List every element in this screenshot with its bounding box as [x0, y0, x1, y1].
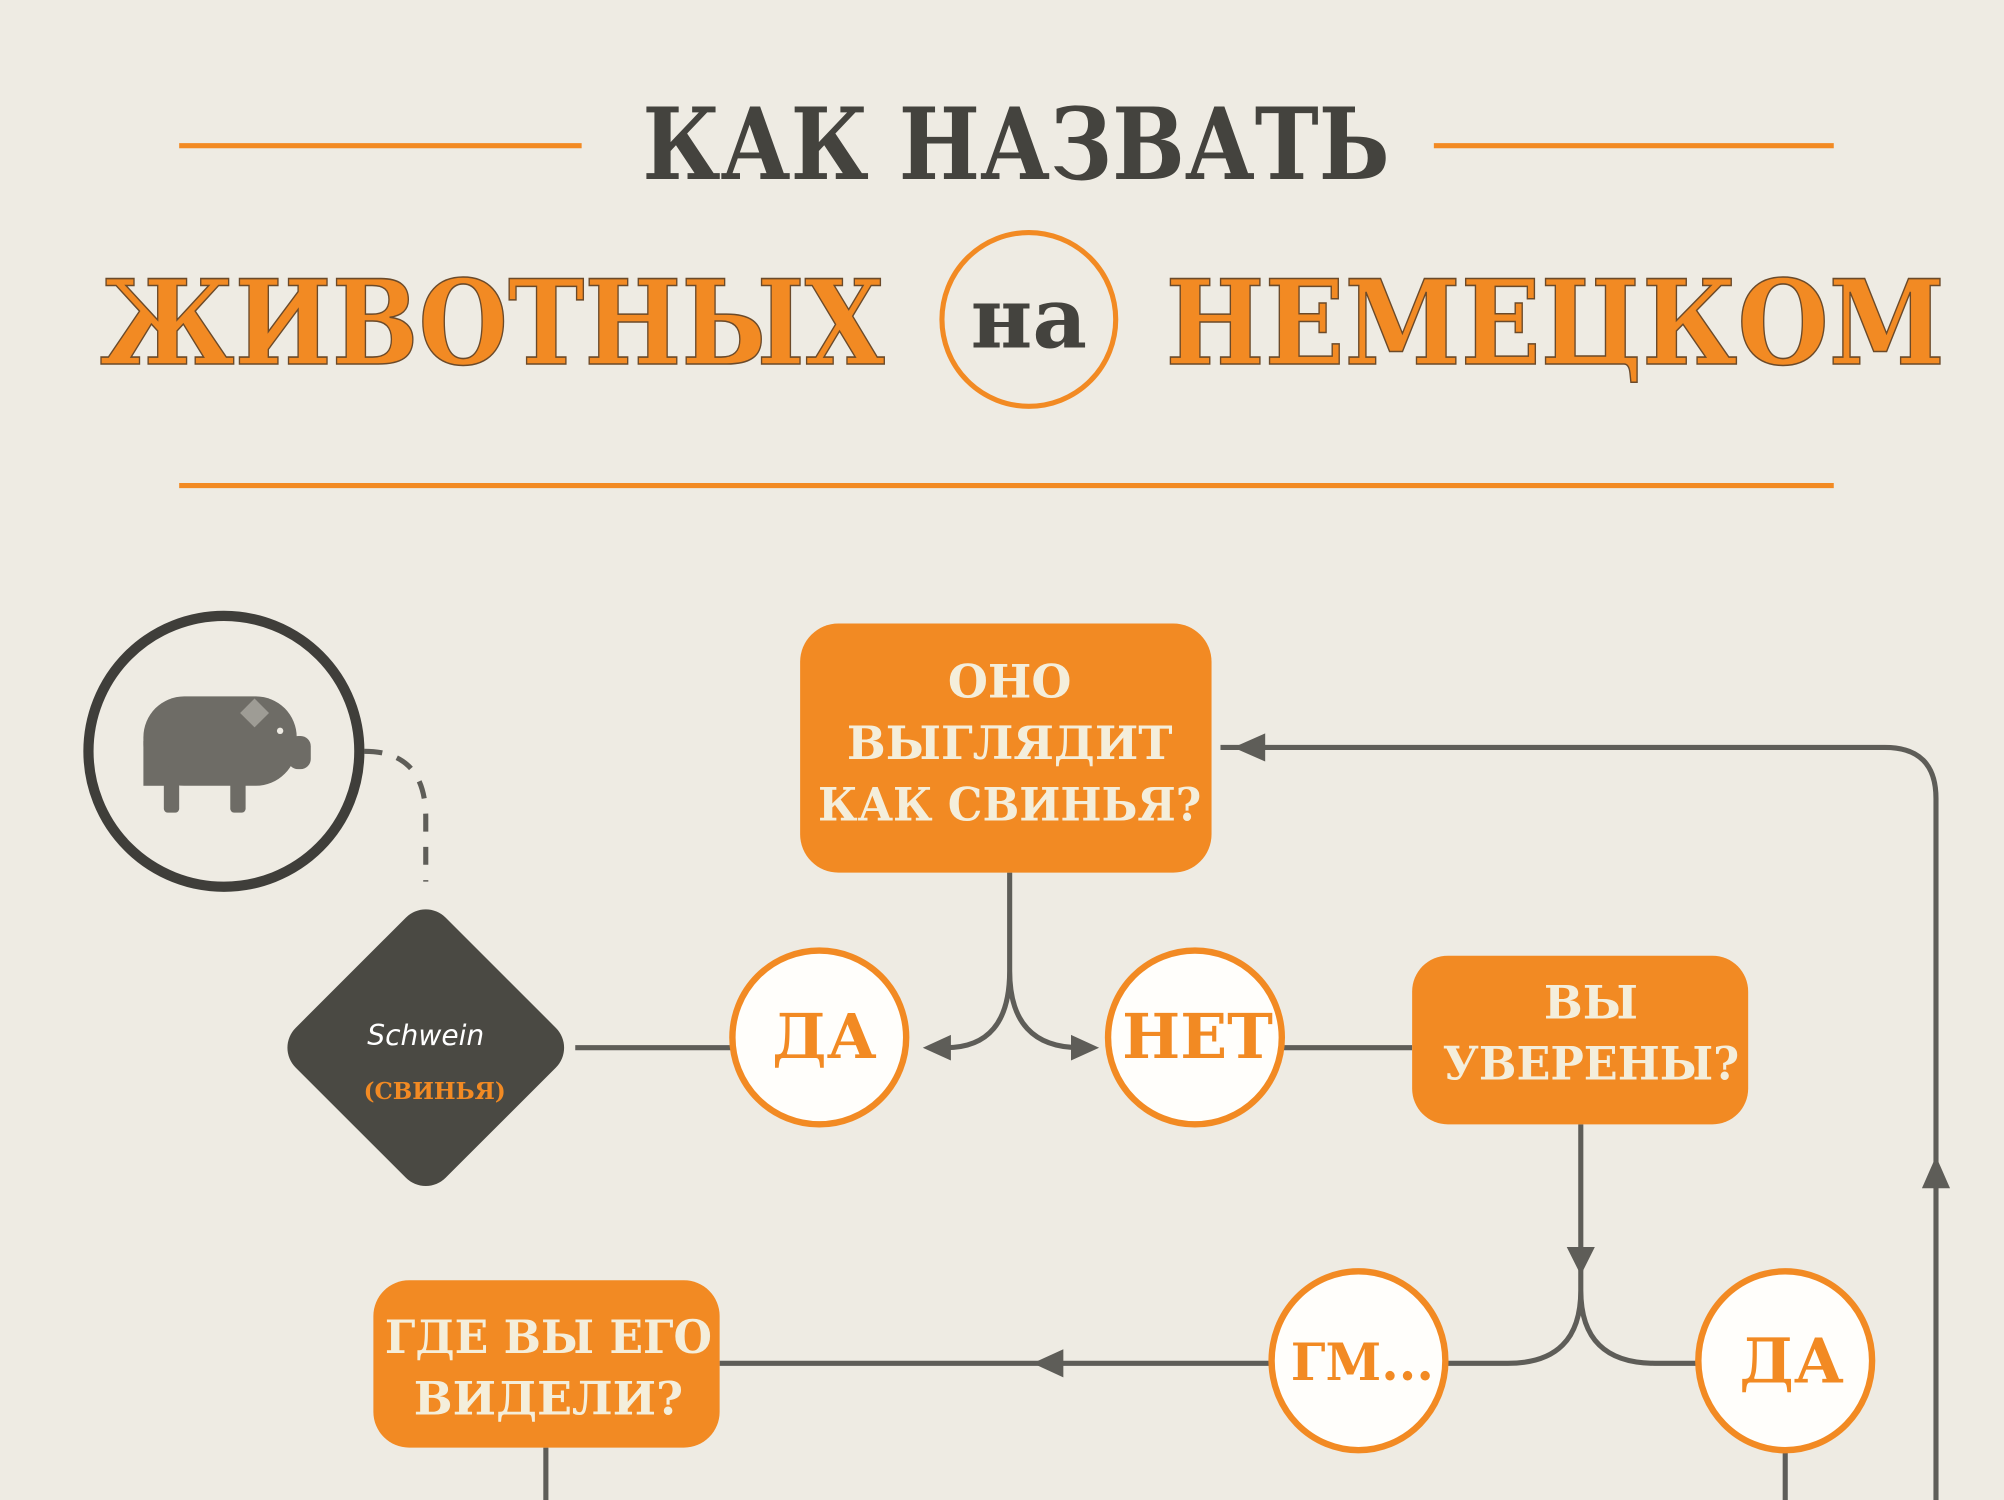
result-diamond: [287, 909, 565, 1187]
question3-box: [373, 1280, 720, 1448]
answer-hmm-circle: [1268, 1268, 1449, 1454]
title-line1: КАК НАЗВАТЬ: [642, 85, 1389, 203]
answer-yes2-circle: [1695, 1268, 1876, 1454]
pig-icon: [143, 696, 311, 813]
answer-no-label: НЕТ: [1122, 1001, 1273, 1073]
title-word-right: НЕМЕЦКОМ: [1166, 254, 1945, 392]
result-german: Schwein: [367, 1019, 484, 1052]
answer-no-circle: [1104, 947, 1286, 1128]
question2-line: ВЫ: [1544, 975, 1638, 1029]
title-word-left: ЖИВОТНЫХ: [100, 254, 885, 392]
dashed-connector: [364, 748, 429, 882]
connector-q2-branch: [1445, 1124, 1699, 1366]
question1-line: КАК СВИНЬЯ?: [818, 777, 1201, 831]
question2-box: [1412, 955, 1749, 1125]
answer-hmm-label: ГМ...: [1291, 1333, 1434, 1393]
answer-yes-label: ДА: [772, 1001, 877, 1073]
connectors: [364, 733, 1951, 1500]
question3-line: ВИДЕЛИ?: [414, 1371, 683, 1425]
connector-loop-back: [1220, 744, 1939, 1500]
arrow-down-icon: [1566, 1247, 1595, 1276]
question1-box: [800, 623, 1212, 873]
pig-circle: [83, 610, 365, 892]
arrow-up-icon: [1921, 1156, 1951, 1189]
arrow-right-icon: [1070, 1034, 1100, 1061]
question3-line: ГДЕ ВЫ ЕГО: [385, 1310, 712, 1364]
arrow-left-icon: [1032, 1349, 1064, 1378]
connector-q1-branch: [945, 872, 1080, 1051]
question1-line: ОНО: [948, 655, 1072, 709]
title-circle: [939, 229, 1119, 409]
question1-line: ВЫГЛЯДИТ: [847, 716, 1173, 770]
arrow-left-icon: [922, 1034, 951, 1061]
result-russian: (СВИНЬЯ): [364, 1078, 506, 1105]
title-circle-word: на: [971, 269, 1087, 368]
answer-yes2-label: ДА: [1739, 1325, 1844, 1397]
question2-line: УВЕРЕНЫ?: [1443, 1037, 1739, 1091]
answer-yes-circle: [729, 947, 910, 1128]
arrow-left-icon: [1233, 733, 1266, 762]
